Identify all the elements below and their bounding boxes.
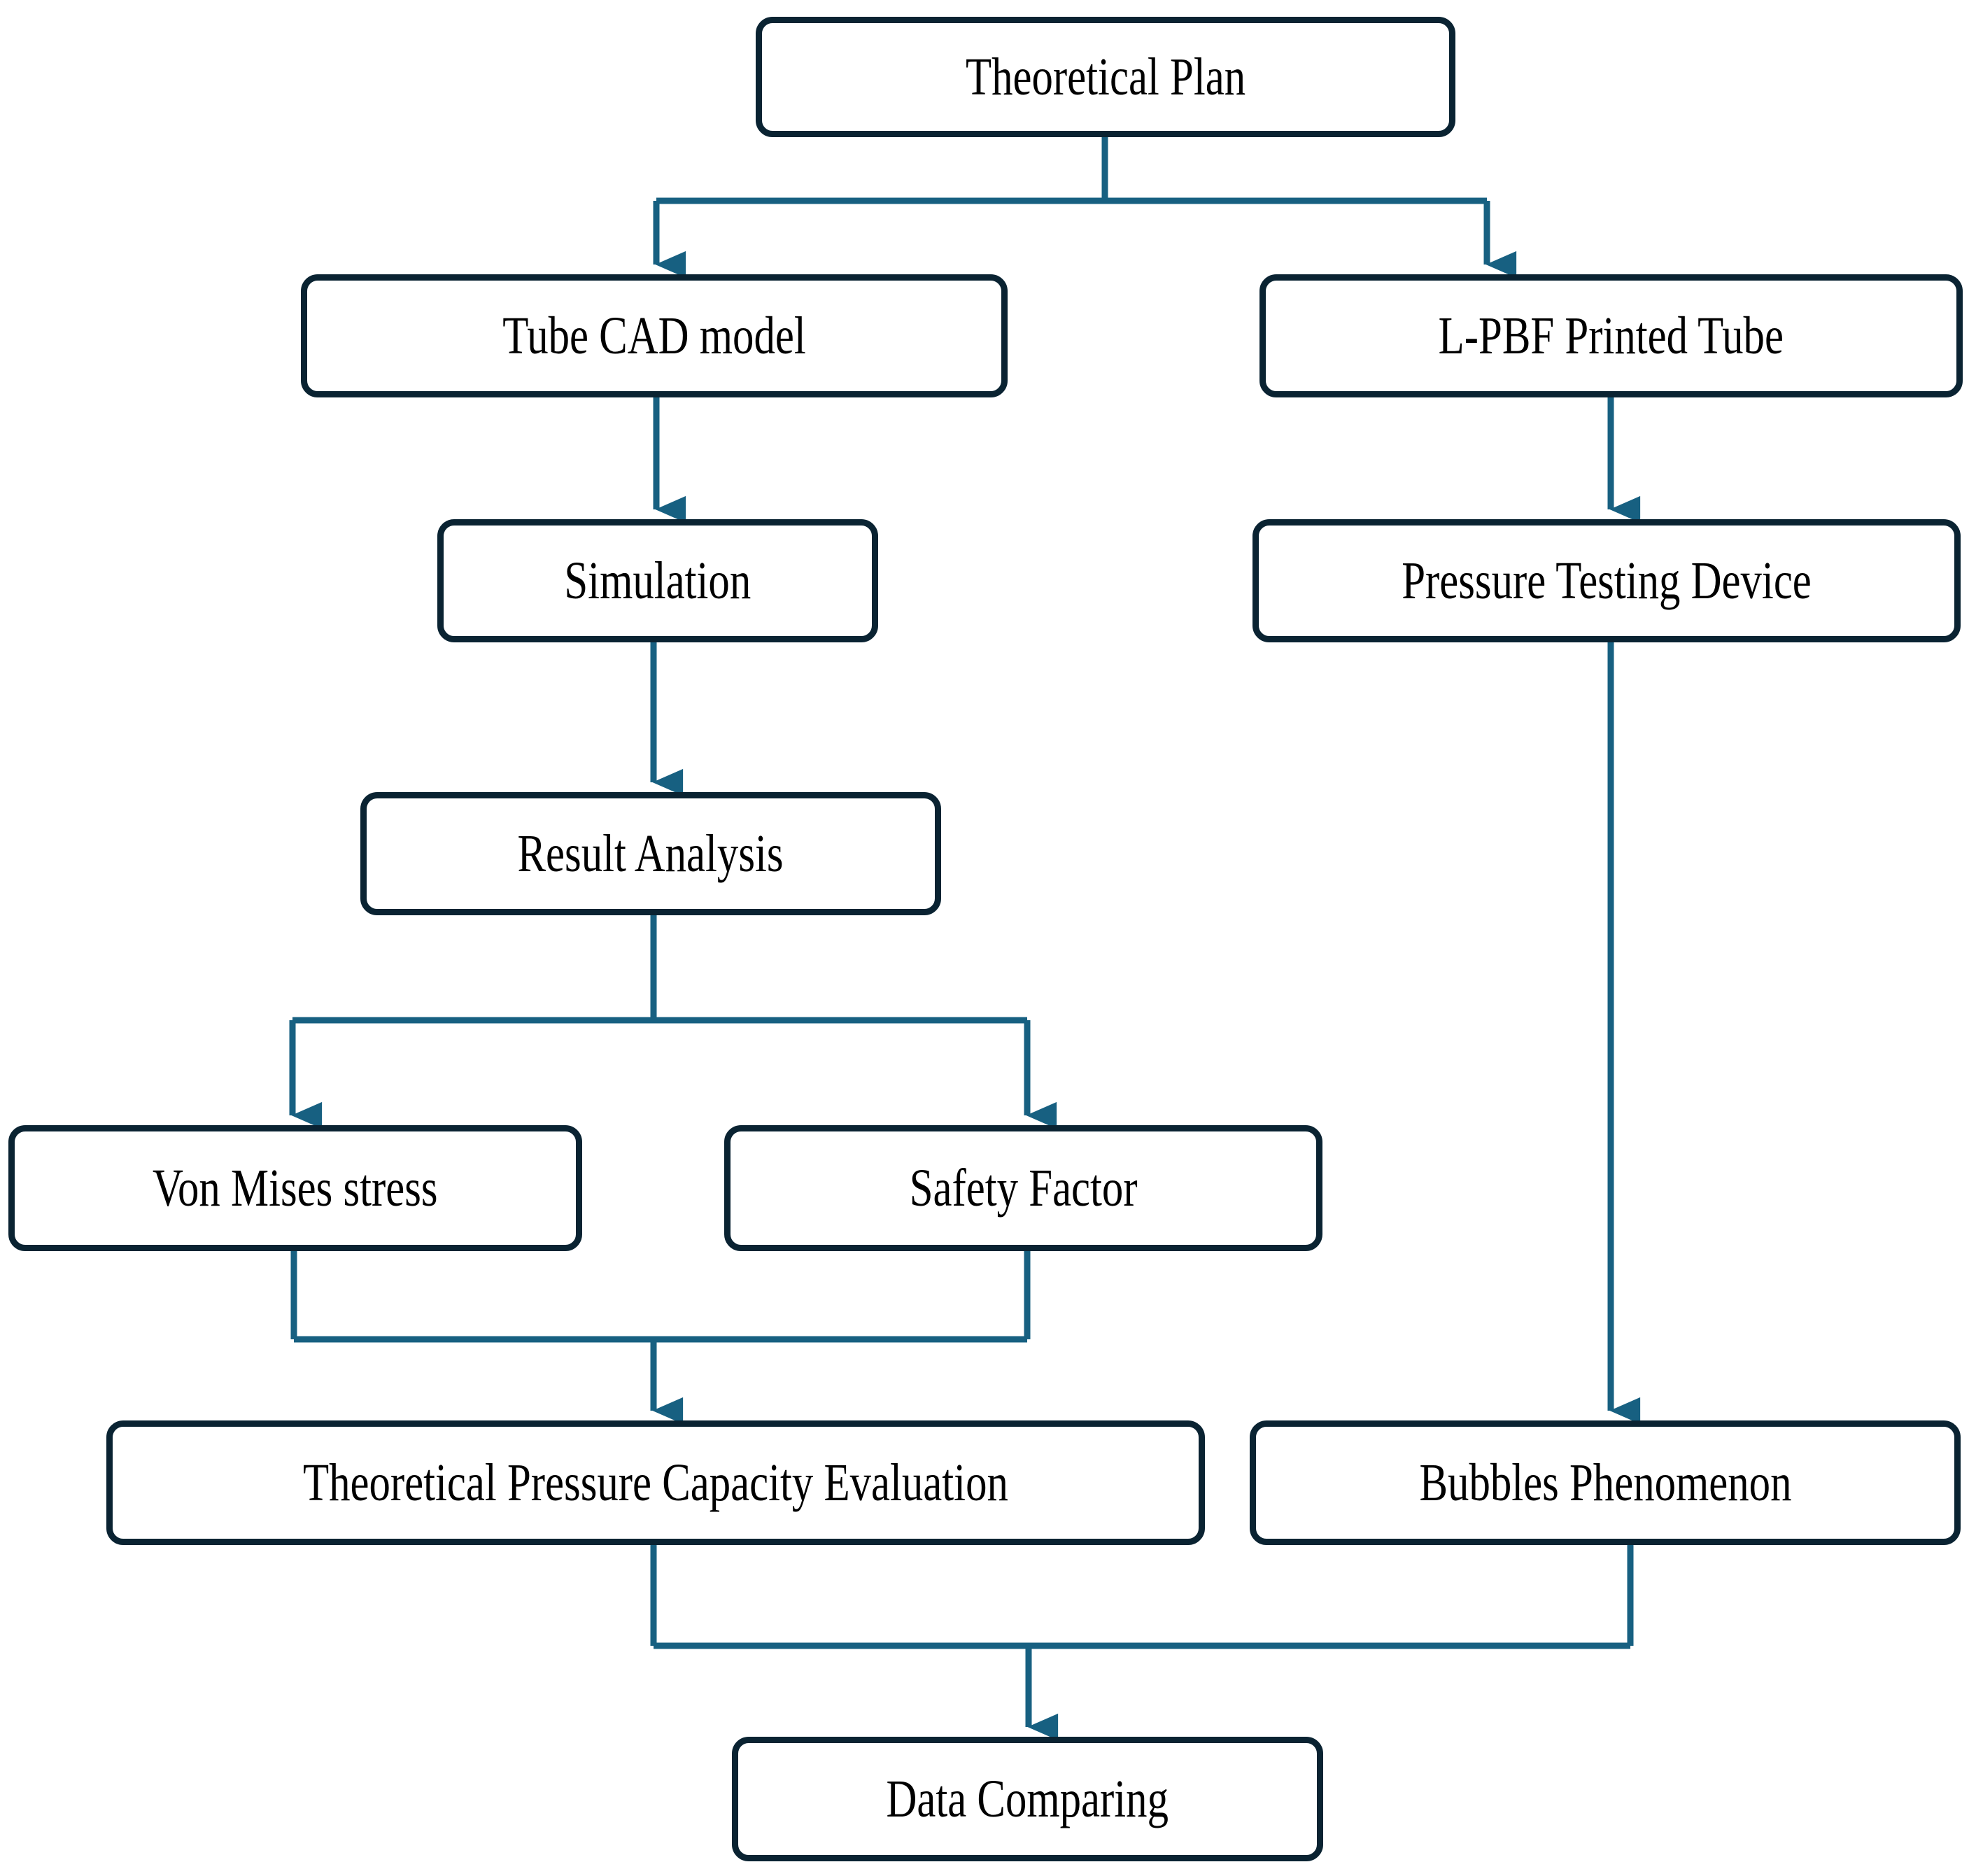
node-pressure-testing-device[interactable]: Pressure Testing Device	[1252, 519, 1961, 642]
edge-merge-to-data-comparing	[650, 1545, 1634, 1741]
node-bubbles-phenomenon[interactable]: Bubbles Phenomenon	[1250, 1420, 1961, 1545]
node-result-analysis[interactable]: Result Analysis	[360, 792, 941, 915]
edge-merge-to-theoretical	[290, 1251, 1031, 1425]
node-safety-factor[interactable]: Safety Factor	[724, 1125, 1322, 1251]
node-label-result-analysis: Result Analysis	[517, 824, 784, 883]
node-tube-cad-model[interactable]: Tube CAD model	[301, 274, 1008, 397]
node-label-von-mises-stress: Von Mises stress	[153, 1159, 438, 1218]
node-theoretical-plan[interactable]: Theoretical Plan	[756, 17, 1455, 137]
edge-result-fork	[289, 915, 1057, 1129]
edge-plan-fork	[653, 137, 1517, 278]
node-von-mises-stress[interactable]: Von Mises stress	[8, 1125, 582, 1251]
node-label-l-pbf-printed-tube: L-PBF Printed Tube	[1438, 306, 1784, 365]
node-label-pressure-testing-device: Pressure Testing Device	[1402, 551, 1812, 610]
node-label-simulation: Simulation	[564, 551, 751, 610]
node-data-comparing[interactable]: Data Comparing	[732, 1737, 1323, 1861]
node-label-theoretical-plan: Theoretical Plan	[965, 48, 1246, 106]
node-l-pbf-printed-tube[interactable]: L-PBF Printed Tube	[1259, 274, 1963, 397]
node-theoretical-pressure-capacity-evaluation[interactable]: Theoretical Pressure Capacity Evaluation	[106, 1420, 1205, 1545]
node-label-data-comparing: Data Comparing	[886, 1770, 1169, 1828]
node-label-theoretical-pressure-capacity-evaluation: Theoretical Pressure Capacity Evaluation	[303, 1453, 1008, 1512]
node-label-safety-factor: Safety Factor	[909, 1159, 1138, 1218]
node-label-bubbles-phenomenon: Bubbles Phenomenon	[1419, 1453, 1791, 1512]
node-label-tube-cad-model: Tube CAD model	[502, 306, 806, 365]
node-simulation[interactable]: Simulation	[437, 519, 878, 642]
